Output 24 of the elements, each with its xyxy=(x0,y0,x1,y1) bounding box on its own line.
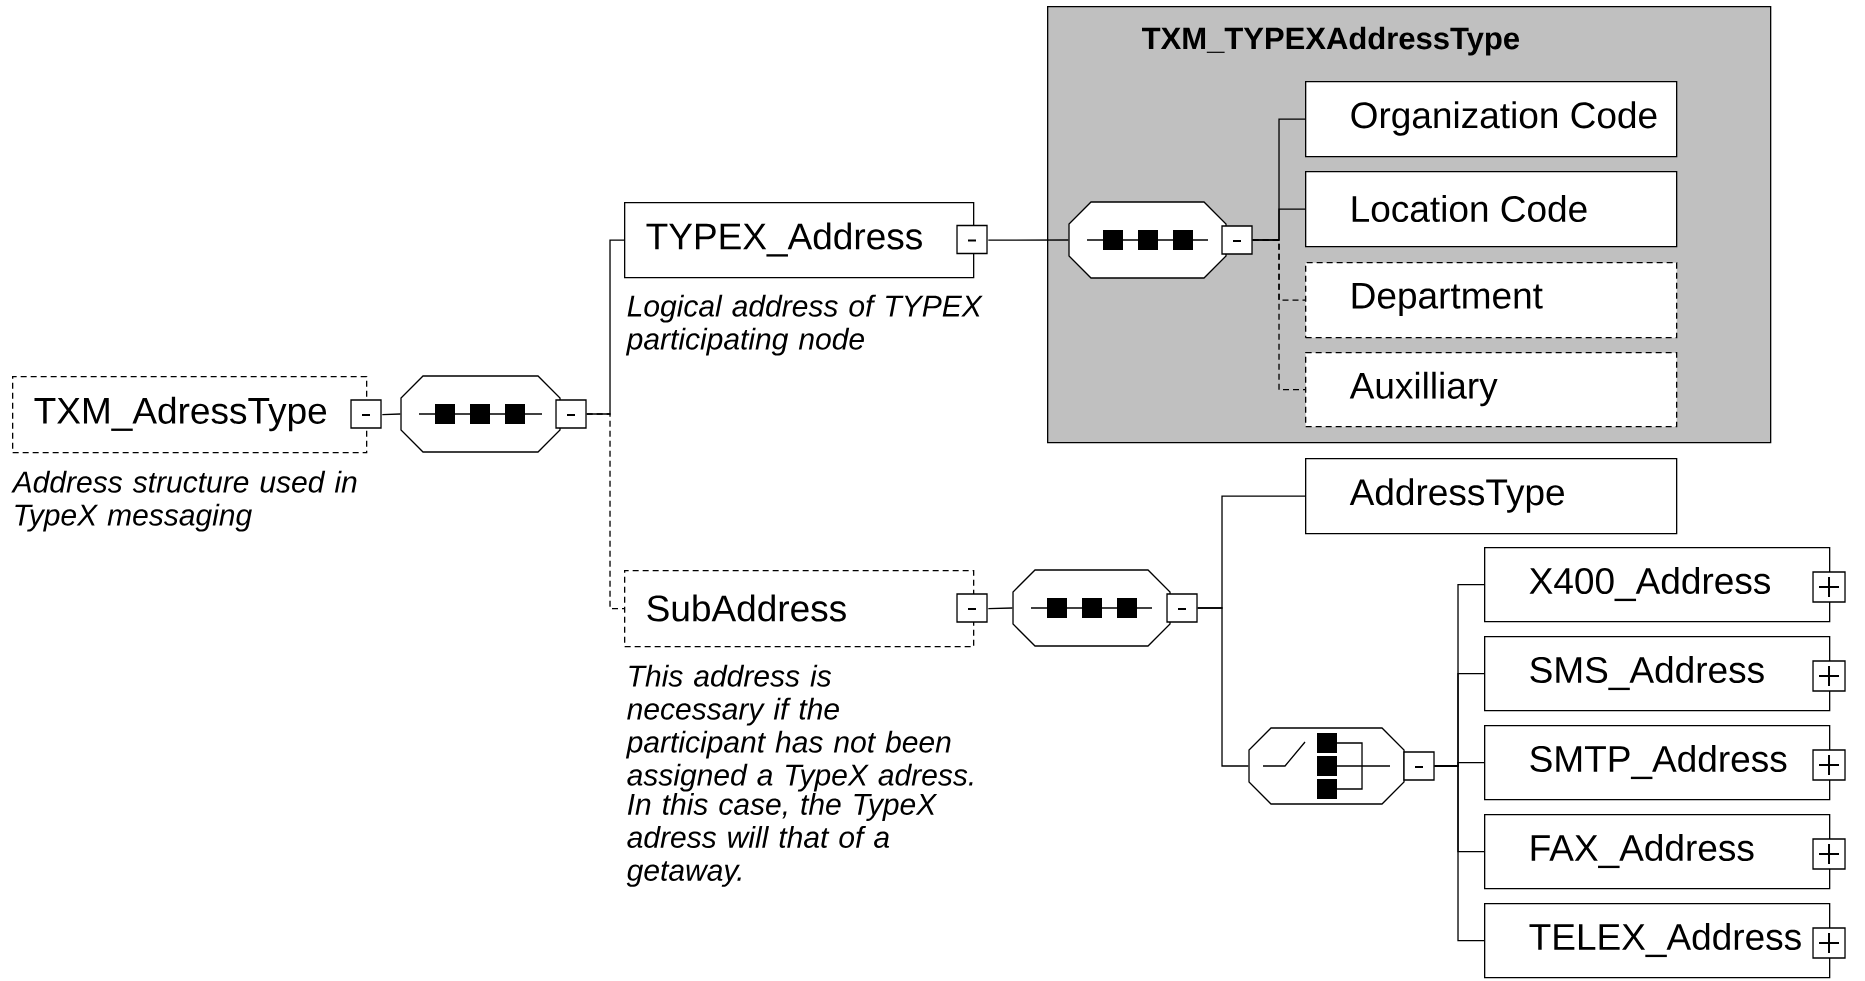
element-box: SMS_Address xyxy=(1484,636,1831,712)
connector-line xyxy=(987,607,1013,610)
element-box: SMTP_Address xyxy=(1484,725,1831,801)
node-caption: Address structure used in TypeX messaging xyxy=(11,470,357,532)
element-box: TELEX_Address xyxy=(1484,903,1831,979)
connector-line xyxy=(586,413,625,610)
element-box: AddressType xyxy=(1305,458,1678,535)
element-box: X400_Address xyxy=(1484,547,1831,623)
element-box: Auxilliary xyxy=(1305,352,1678,428)
element-box: Department xyxy=(1305,262,1678,339)
element-box: TYPEX_Address xyxy=(624,202,975,279)
element-box: SubAddress xyxy=(624,570,975,648)
node-caption: Logical address of TYPEX participating node xyxy=(625,294,983,356)
element-box: Organization Code xyxy=(1305,81,1678,158)
element-box: FAX_Address xyxy=(1484,814,1831,890)
connector-line xyxy=(381,413,401,416)
connector-line xyxy=(1197,607,1249,767)
connector-line xyxy=(1434,765,1485,942)
node-caption: This address is necessary if the participant has not been assigned a TypeX adress. xyxy=(625,664,973,792)
element-box: Location Code xyxy=(1305,171,1678,248)
connector-line xyxy=(987,239,1069,241)
connector-line xyxy=(1252,239,1306,391)
element-box: TXM_AdressType xyxy=(12,376,368,454)
node-caption: In this case, the TypeX adress will that of a getaway. xyxy=(626,792,938,887)
